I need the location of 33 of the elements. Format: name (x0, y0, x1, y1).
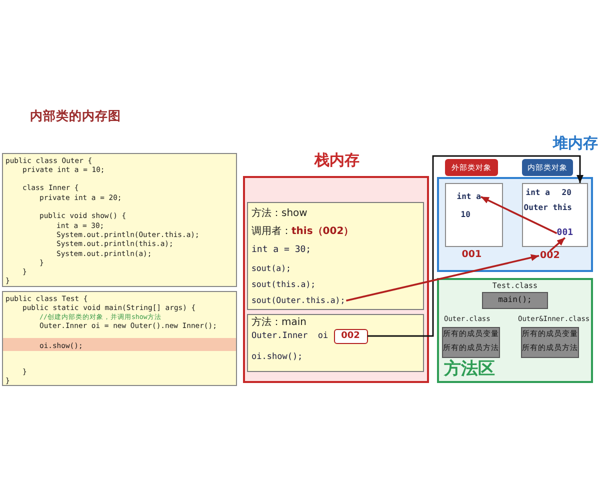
heading: 方法区 (444, 361, 495, 378)
arrow (549, 237, 566, 252)
field-label: int a (456, 192, 481, 201)
code-line: sout(a); (252, 264, 291, 272)
heading: 栈内存 (314, 153, 360, 168)
code-box (2, 153, 237, 287)
field-label: Outer this (524, 204, 572, 212)
object-box (522, 183, 588, 247)
arrow (346, 254, 540, 302)
frame-label: 方法：show (252, 208, 308, 218)
code-box (2, 291, 237, 386)
heading: 堆内存 (553, 136, 598, 151)
arrow (368, 155, 584, 337)
code-line: sout(this.a); (252, 280, 316, 288)
field-label: int a (526, 188, 550, 197)
method-area-box (437, 278, 593, 383)
arrow (480, 196, 558, 234)
field-value: 10 (460, 210, 470, 219)
code-line: sout(Outer.this.a); (252, 296, 346, 304)
method-text: main(); (498, 296, 532, 304)
stack-frame (247, 314, 424, 372)
address-label: 001 (462, 250, 482, 260)
title: 内部类的内存图 (30, 110, 121, 122)
stack-frame (247, 202, 424, 310)
code-line: Outer.Inner oi (252, 332, 328, 340)
address-label: 002 (540, 251, 560, 260)
value-box: 002 (334, 328, 368, 344)
field-value: 20 (562, 188, 572, 197)
frame-label: 方法：main (252, 318, 306, 328)
caller-line: 调用者：this（002） (252, 226, 354, 236)
address-value: 001 (556, 228, 574, 238)
code-line: int a = 30; (252, 246, 312, 254)
code-line: oi.show(); (252, 352, 303, 361)
